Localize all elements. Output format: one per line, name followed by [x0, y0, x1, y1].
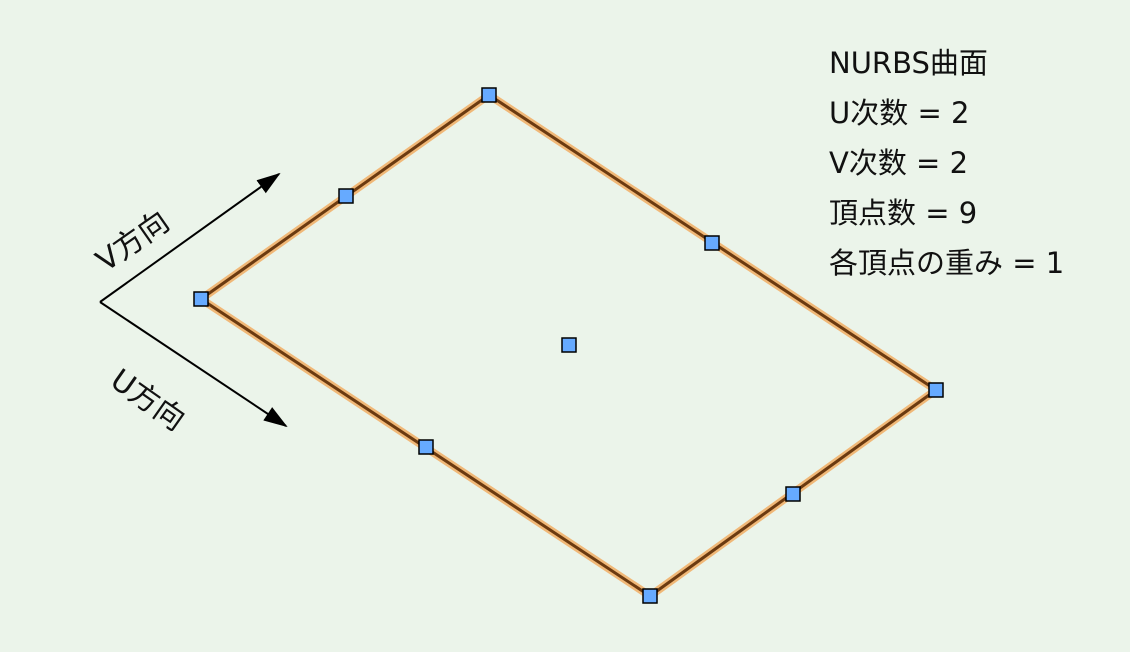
info-u-degree: U次数 = 2	[829, 96, 970, 130]
control-point[interactable]	[928, 382, 944, 398]
control-point[interactable]	[561, 337, 577, 353]
control-point[interactable]	[338, 188, 354, 204]
v-direction-arrow	[99, 172, 281, 303]
info-weight: 各頂点の重み = 1	[829, 246, 1065, 280]
surface-info: NURBS曲面 U次数 = 2 V次数 = 2 頂点数 = 9 各頂点の重み =…	[829, 38, 1064, 288]
info-v-degree: V次数 = 2	[829, 146, 969, 180]
info-title: NURBS曲面	[829, 46, 988, 80]
control-point[interactable]	[193, 291, 209, 307]
info-vertex-count: 頂点数 = 9	[829, 196, 978, 230]
control-point[interactable]	[785, 486, 801, 502]
control-point[interactable]	[481, 87, 497, 103]
control-point[interactable]	[704, 235, 720, 251]
control-point[interactable]	[642, 588, 658, 604]
u-direction-arrow	[99, 301, 288, 428]
control-point[interactable]	[418, 439, 434, 455]
